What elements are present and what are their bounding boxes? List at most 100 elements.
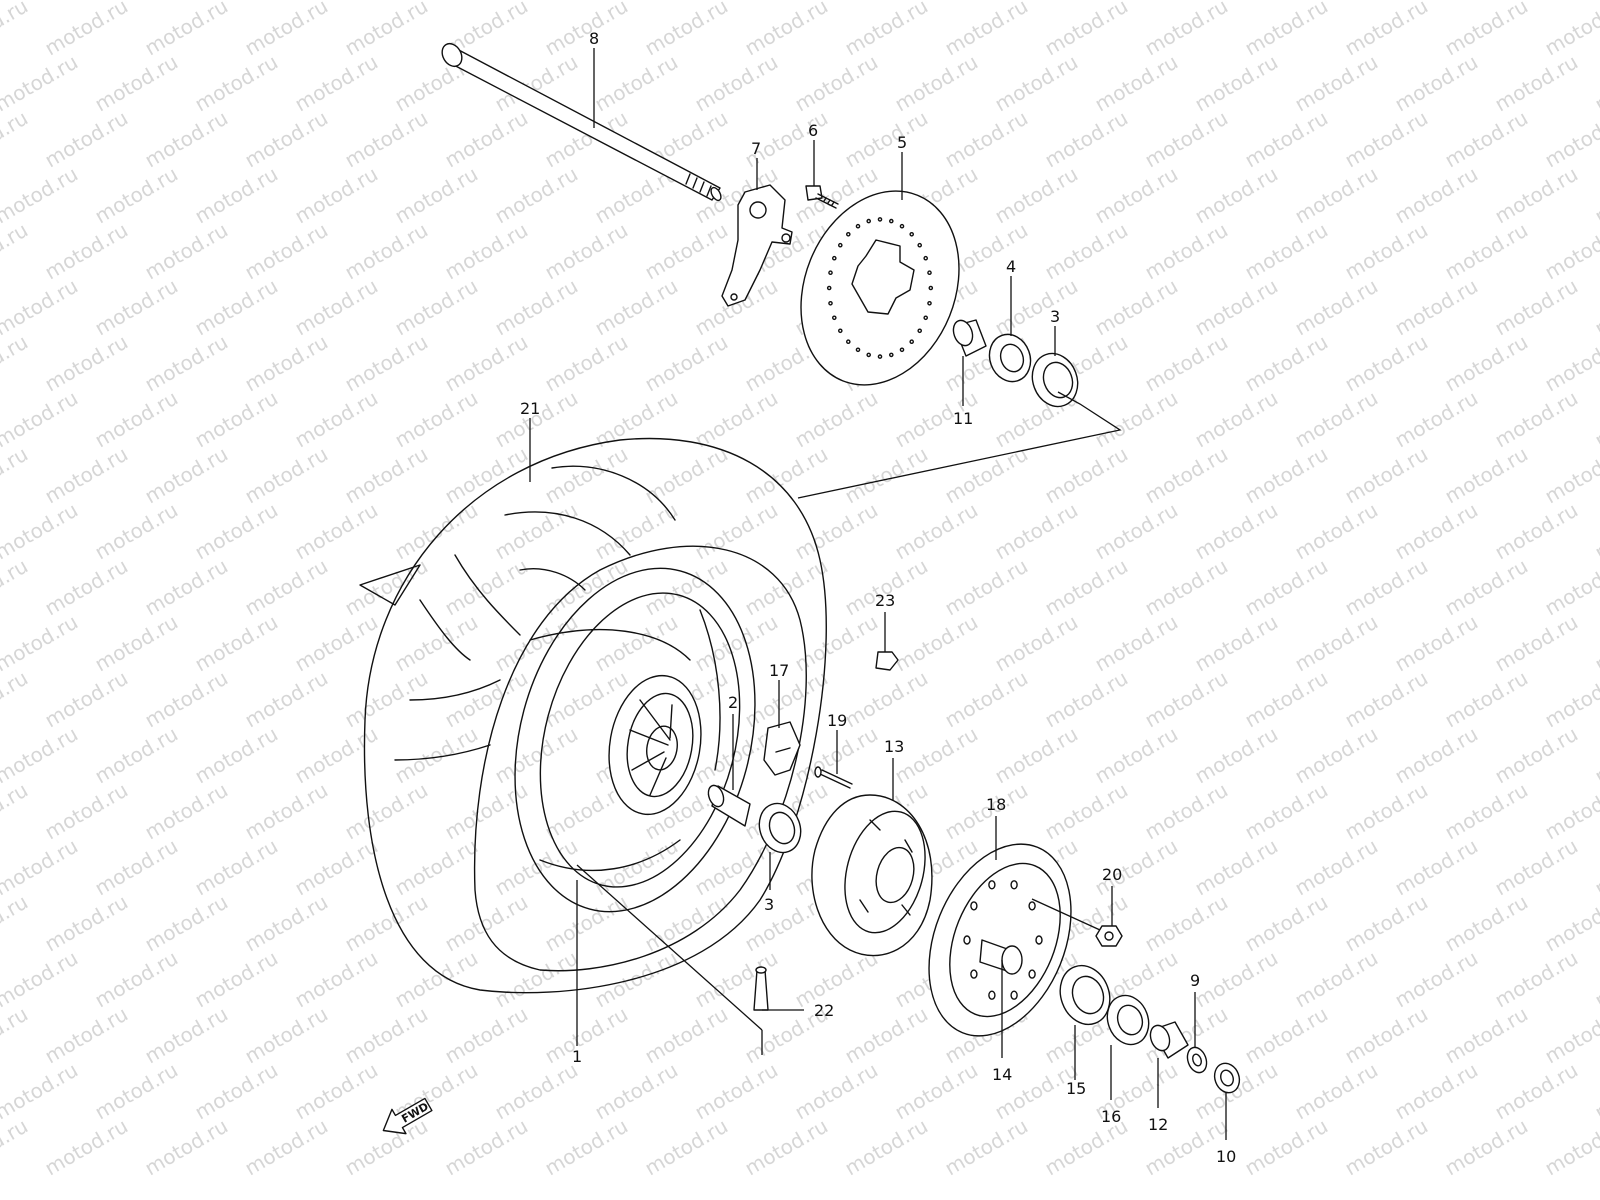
- watermark-text: motod.ru: [341, 1002, 432, 1069]
- watermark-text: motod.ru: [441, 1002, 532, 1069]
- watermark-text: motod.ru: [341, 666, 432, 733]
- watermark-text: motod.ru: [391, 610, 482, 677]
- watermark-text: motod.ru: [1341, 0, 1432, 60]
- watermark-text: motod.ru: [141, 0, 232, 60]
- watermark-text: motod.ru: [191, 1058, 282, 1125]
- watermark-text: motod.ru: [641, 554, 732, 621]
- watermark-text: motod.ru: [991, 498, 1082, 565]
- watermark-text: motod.ru: [141, 1002, 232, 1069]
- watermark-text: motod.ru: [241, 106, 332, 173]
- watermark-text: motod.ru: [1491, 498, 1582, 565]
- valve-22: [753, 966, 769, 1011]
- watermark-text: motod.ru: [0, 386, 82, 453]
- watermark-text: motod.ru: [41, 0, 132, 60]
- watermark-text: motod.ru: [191, 274, 282, 341]
- watermark-text: motod.ru: [241, 778, 332, 845]
- watermark-text: motod.ru: [241, 890, 332, 957]
- watermark-text: motod.ru: [0, 106, 32, 173]
- watermark-text: motod.ru: [1591, 946, 1600, 1013]
- watermark-text: motod.ru: [591, 1058, 682, 1125]
- watermark-text: motod.ru: [0, 442, 32, 509]
- watermark-text: motod.ru: [641, 0, 732, 60]
- watermark-text: motod.ru: [141, 890, 232, 957]
- callout-19: 19: [827, 711, 847, 730]
- stud-19: [814, 766, 853, 789]
- callout-17: 17: [769, 661, 789, 680]
- watermark-text: motod.ru: [1341, 442, 1432, 509]
- watermark-text: motod.ru: [1491, 274, 1582, 341]
- watermark-text: motod.ru: [691, 498, 782, 565]
- callout-9: 9: [1190, 971, 1200, 990]
- watermark-text: motod.ru: [291, 162, 382, 229]
- watermark-text: motod.ru: [741, 554, 832, 621]
- watermark-text: motod.ru: [1441, 554, 1532, 621]
- leader-lines: [529, 48, 1227, 1140]
- callout-4: 4: [1006, 257, 1016, 276]
- watermark-text: motod.ru: [1041, 0, 1132, 60]
- bearing-3-upper: [1031, 352, 1079, 408]
- callout-7: 7: [751, 139, 761, 158]
- watermark-text: motod.ru: [391, 834, 482, 901]
- watermark-text: motod.ru: [1591, 386, 1600, 453]
- watermark-text: motod.ru: [1341, 890, 1432, 957]
- watermark-text: motod.ru: [241, 1002, 332, 1069]
- watermark-text: motod.ru: [791, 386, 882, 453]
- watermark-text: motod.ru: [141, 106, 232, 173]
- watermark-text: motod.ru: [991, 162, 1082, 229]
- watermark-text: motod.ru: [0, 946, 82, 1013]
- watermark-text: motod.ru: [541, 1002, 632, 1069]
- watermark-text: motod.ru: [391, 386, 482, 453]
- watermark-text: motod.ru: [941, 1114, 1032, 1181]
- watermark-text: motod.ru: [1141, 218, 1232, 285]
- watermark-text: motod.ru: [1441, 666, 1532, 733]
- watermark-text: motod.ru: [841, 106, 932, 173]
- caliper-bracket: [721, 184, 793, 307]
- watermark-text: motod.ru: [1391, 834, 1482, 901]
- watermark-text: motod.ru: [1291, 610, 1382, 677]
- watermark-text: motod.ru: [641, 330, 732, 397]
- watermark-text: motod.ru: [91, 386, 182, 453]
- watermark-text: motod.ru: [1241, 778, 1332, 845]
- watermark-text: motod.ru: [1341, 778, 1432, 845]
- callout-3-upper: 3: [1050, 307, 1060, 326]
- watermark-text: motod.ru: [41, 554, 132, 621]
- watermark-text: motod.ru: [91, 946, 182, 1013]
- callout-22: 22: [814, 1001, 834, 1020]
- callout-18: 18: [986, 795, 1006, 814]
- tire: [359, 437, 827, 994]
- watermark-text: motod.ru: [391, 722, 482, 789]
- callout-2: 2: [728, 693, 738, 712]
- watermark-text: motod.ru: [841, 554, 932, 621]
- watermark-text: motod.ru: [1091, 162, 1182, 229]
- watermark-text: motod.ru: [1041, 106, 1132, 173]
- watermark-text: motod.ru: [0, 274, 82, 341]
- watermark-text: motod.ru: [91, 162, 182, 229]
- watermark-text: motod.ru: [291, 50, 382, 117]
- watermark-text: motod.ru: [441, 1114, 532, 1181]
- watermark-text: motod.ru: [0, 610, 82, 677]
- watermark-text: motod.ru: [1391, 610, 1482, 677]
- watermark-text: motod.ru: [491, 1058, 582, 1125]
- watermark-text: motod.ru: [1441, 218, 1532, 285]
- watermark-text: motod.ru: [1191, 386, 1282, 453]
- watermark-text: motod.ru: [391, 498, 482, 565]
- watermark-text: motod.ru: [1091, 610, 1182, 677]
- watermark-text: motod.ru: [991, 274, 1082, 341]
- watermark-text: motod.ru: [591, 274, 682, 341]
- watermark-text: motod.ru: [0, 1058, 82, 1125]
- watermark-text: motod.ru: [1191, 162, 1282, 229]
- sprocket-drum-13: [811, 794, 933, 957]
- watermark-text: motod.ru: [241, 0, 332, 60]
- watermark-text: motod.ru: [441, 890, 532, 957]
- watermark-text: motod.ru: [1241, 442, 1332, 509]
- watermark-text: motod.ru: [1441, 330, 1532, 397]
- watermark-text: motod.ru: [291, 722, 382, 789]
- watermark-text: motod.ru: [841, 666, 932, 733]
- watermark-text: motod.ru: [1291, 498, 1382, 565]
- watermark-text: motod.ru: [541, 330, 632, 397]
- watermark-text: motod.ru: [641, 218, 732, 285]
- watermark-text: motod.ru: [1041, 666, 1132, 733]
- watermark-text: motod.ru: [491, 722, 582, 789]
